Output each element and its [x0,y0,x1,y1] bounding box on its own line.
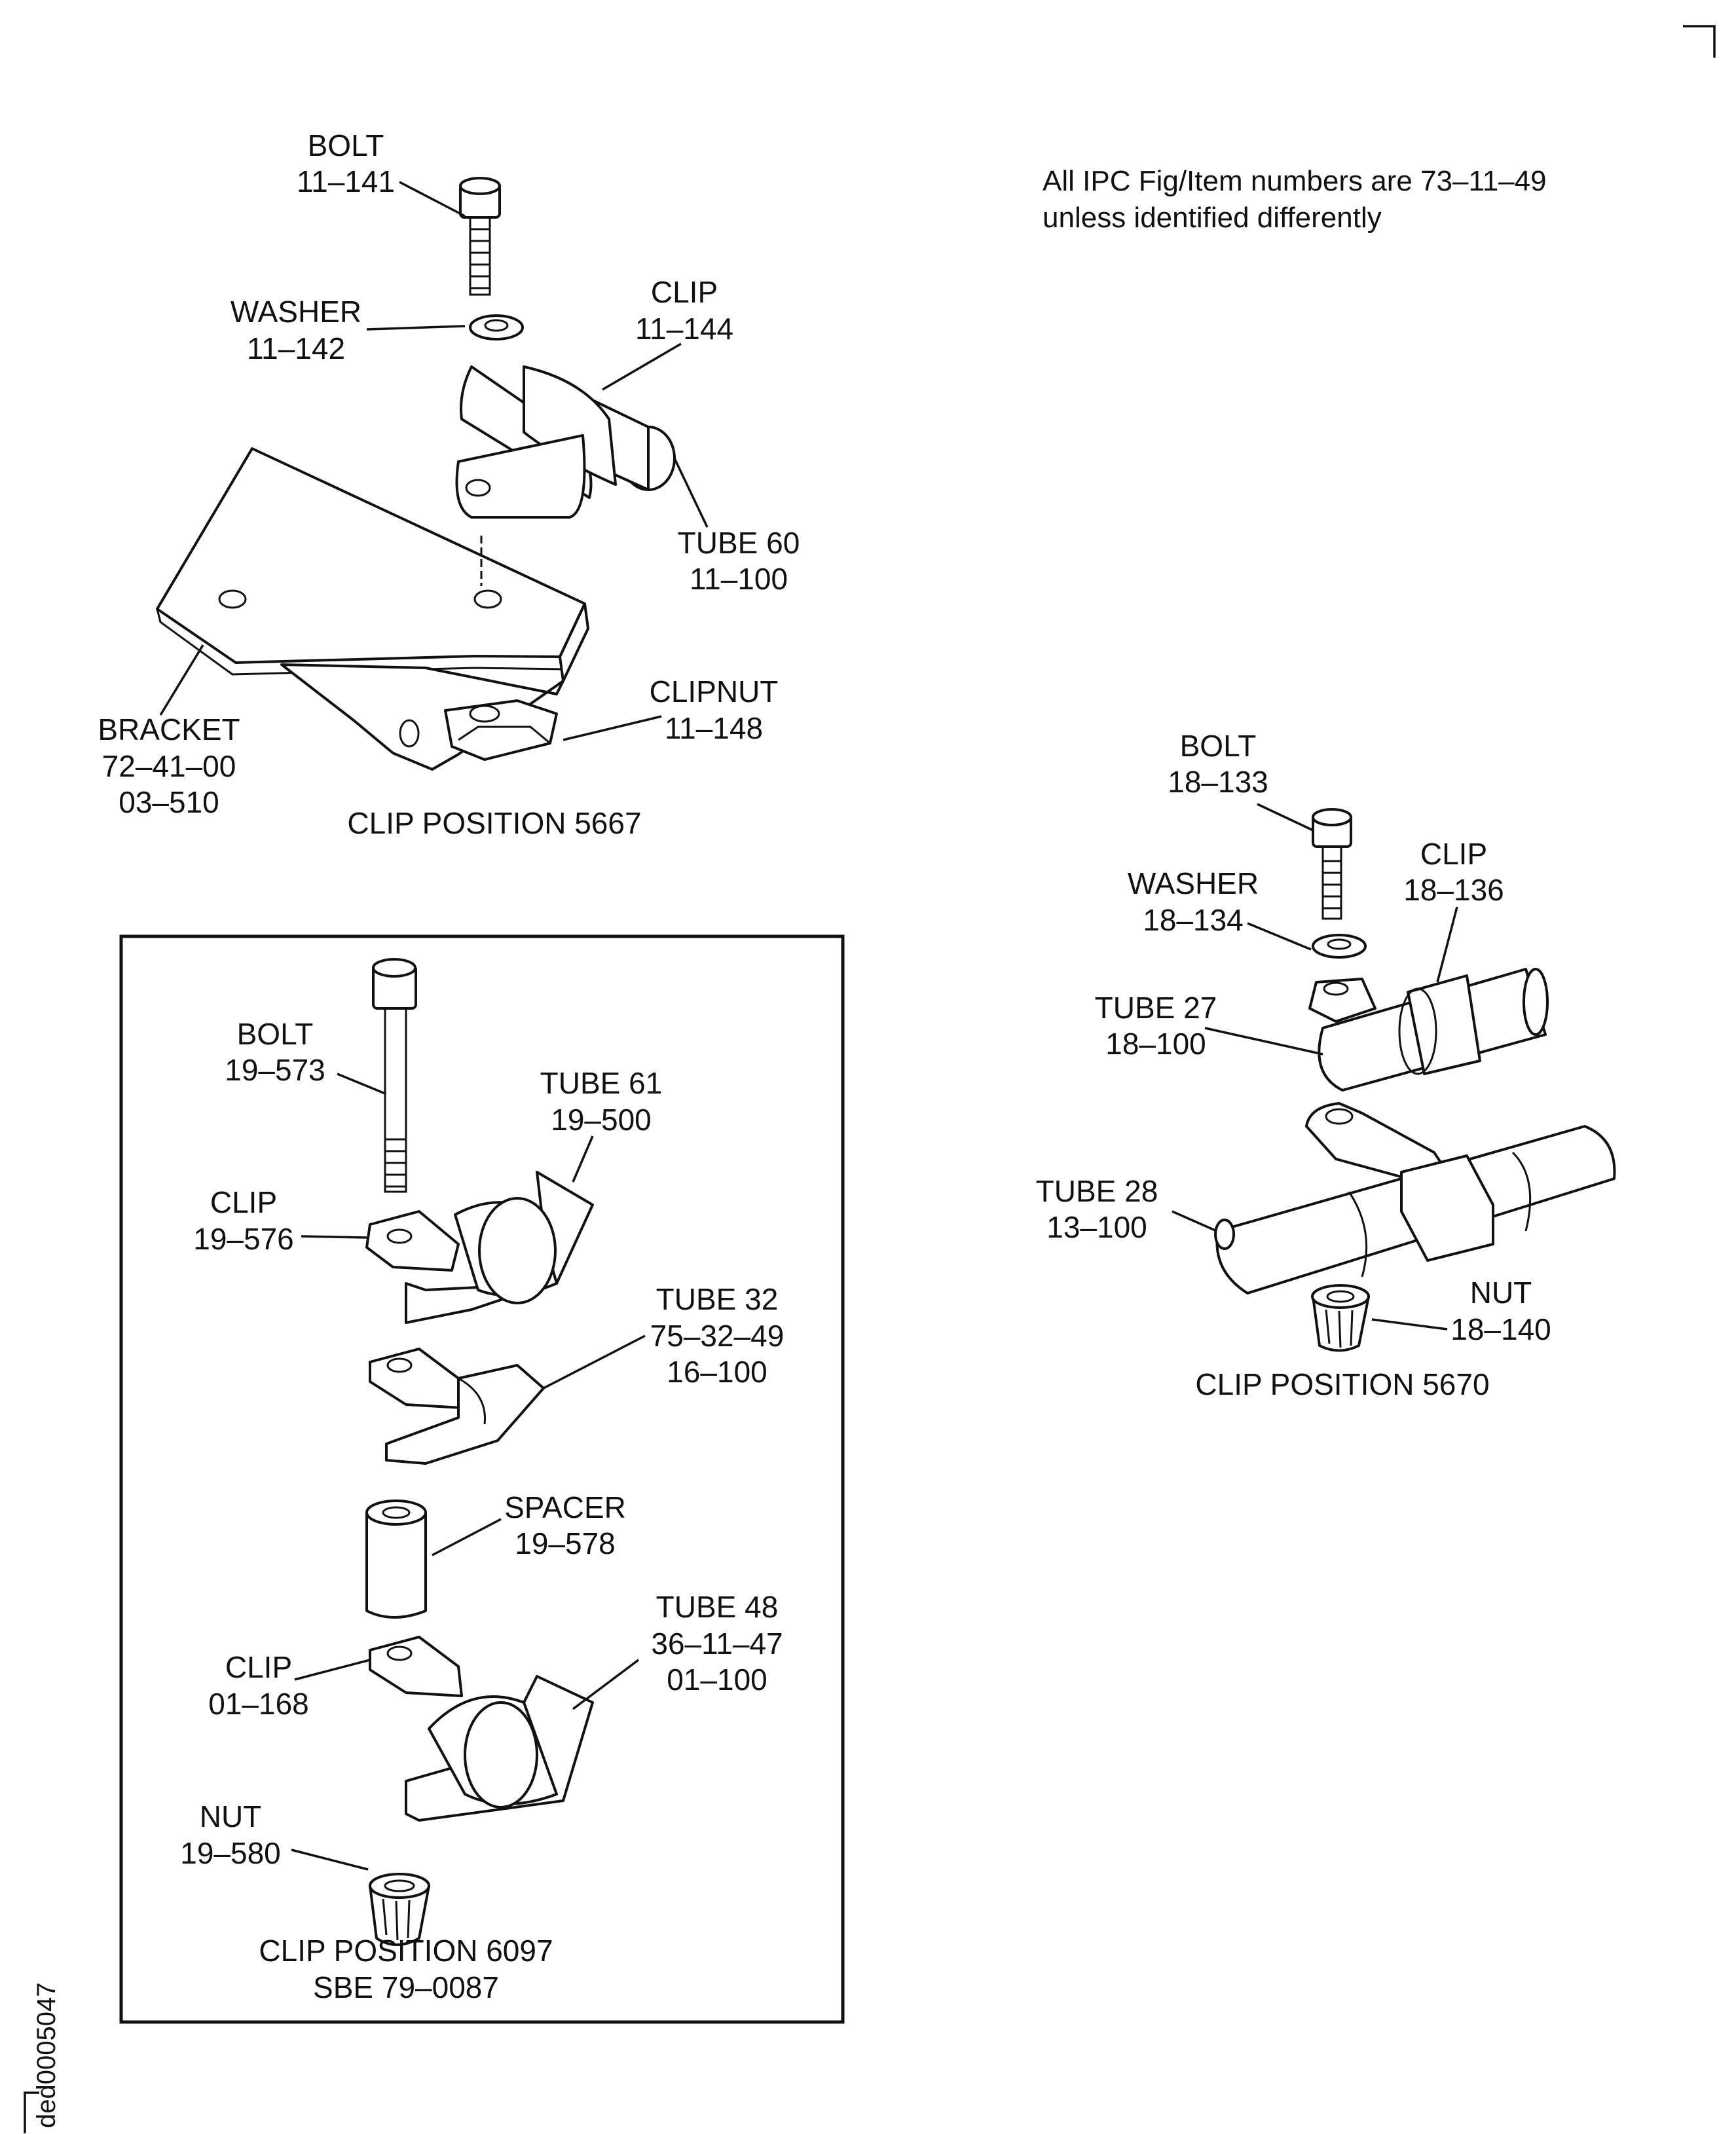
clip-tube27-icon [1308,968,1549,1092]
clip-tube61-icon [365,1171,594,1324]
corner-mark-bottom-left [24,2091,39,2133]
tube48-name-6097: TUBE 48 [656,1590,779,1624]
caption-5667: CLIP POSITION 5667 [347,806,641,840]
tube28-number-5670: 13–100 [1046,1210,1147,1244]
washer-icon [469,314,524,340]
nut-name-5670: NUT [1470,1276,1532,1310]
tube-number-5667: 11–100 [690,562,788,596]
bolt-number-5667: 11–141 [297,164,395,198]
bracket-name-5667: BRACKET [98,712,240,746]
washer-name-5667: WASHER [231,295,361,329]
nut-number-6097: 19–580 [180,1836,281,1870]
clip-name-5670: CLIP [1420,837,1487,871]
tube61-name-6097: TUBE 61 [540,1066,663,1100]
clip1-number-6097: 19–576 [193,1222,294,1256]
spacer-icon [365,1499,427,1619]
clip-position-6097: BOLT 19–573 TUBE 61 19–500 CLIP 19–576 T… [119,934,845,2024]
clip-tube28-icon [1214,1102,1616,1295]
bolt-name-5667: BOLT [308,128,384,162]
spacer-number-6097: 19–578 [515,1526,616,1560]
clip-name-5667: CLIP [651,275,718,309]
caption-6097-line2: SBE 79–0087 [313,1970,499,2004]
bolt-icon [459,177,501,296]
clip2-number-6097: 01–168 [208,1687,309,1721]
clip-tube48-icon [369,1636,594,1822]
clip-number-5667: 11–144 [635,312,733,346]
bolt-number-5670: 18–133 [1168,765,1268,799]
bracket-part [156,447,589,771]
clip-tube32-icon [369,1348,545,1465]
spacer-name-6097: SPACER [504,1490,626,1524]
clipnut-name-5667: CLIPNUT [650,674,779,708]
bolt-icon [1312,808,1352,920]
washer-number-5667: 11–142 [247,331,345,365]
nut-icon [369,1873,430,1946]
nut-icon [1311,1284,1370,1352]
caption-6097-line1: CLIP POSITION 6097 [259,1934,553,1968]
ipc-note-line1: All IPC Fig/Item numbers are 73–11–49 [1043,165,1547,197]
clip-number-5670: 18–136 [1403,873,1504,907]
clipnut-icon [444,699,558,761]
nut-name-6097: NUT [200,1799,262,1833]
ipc-note-line2: unless identified differently [1043,202,1382,234]
bolt-name-6097: BOLT [237,1017,314,1051]
tube32-number2-6097: 16–100 [667,1355,767,1389]
tube27-number-5670: 18–100 [1105,1027,1206,1061]
ipc-note: All IPC Fig/Item numbers are 73–11–49 un… [1043,165,1547,234]
tube32-name-6097: TUBE 32 [656,1282,779,1316]
nut-number-5670: 18–140 [1450,1312,1551,1346]
caption-5670: CLIP POSITION 5670 [1195,1367,1489,1401]
tube-name-5667: TUBE 60 [678,526,800,560]
clip1-name-6097: CLIP [210,1185,277,1219]
tube48-number2-6097: 01–100 [667,1663,767,1697]
tube32-number1-6097: 75–32–49 [650,1319,785,1353]
clip-position-5670: BOLT 18–133 WASHER 18–134 CLIP 18–136 TU… [1036,729,1616,1401]
clip-position-6097-frame [119,934,845,2024]
clip-tube-icon [455,365,676,519]
bolt-name-5670: BOLT [1180,729,1257,763]
bracket-number2-5667: 03–510 [119,785,219,819]
bolt-number-6097: 19–573 [225,1053,325,1087]
tube61-number-6097: 19–500 [551,1103,652,1137]
washer-number-5670: 18–134 [1143,903,1244,937]
washer-name-5670: WASHER [1128,866,1259,900]
bracket-number1-5667: 72–41–00 [102,749,236,783]
tube48-number1-6097: 36–11–47 [651,1627,783,1661]
tube27-name-5670: TUBE 27 [1095,991,1217,1025]
tube28-name-5670: TUBE 28 [1036,1174,1158,1208]
clip2-name-6097: CLIP [225,1650,292,1684]
clip-position-5667: BOLT 11–141 WASHER 11–142 CLIP 11–144 TU… [98,128,800,840]
corner-mark-top-right [1683,25,1716,58]
clipnut-number-5667: 11–148 [665,711,763,745]
bolt-icon [372,958,417,1193]
washer-icon [1312,934,1367,959]
figure-id: ded0005047 [32,1983,61,2128]
